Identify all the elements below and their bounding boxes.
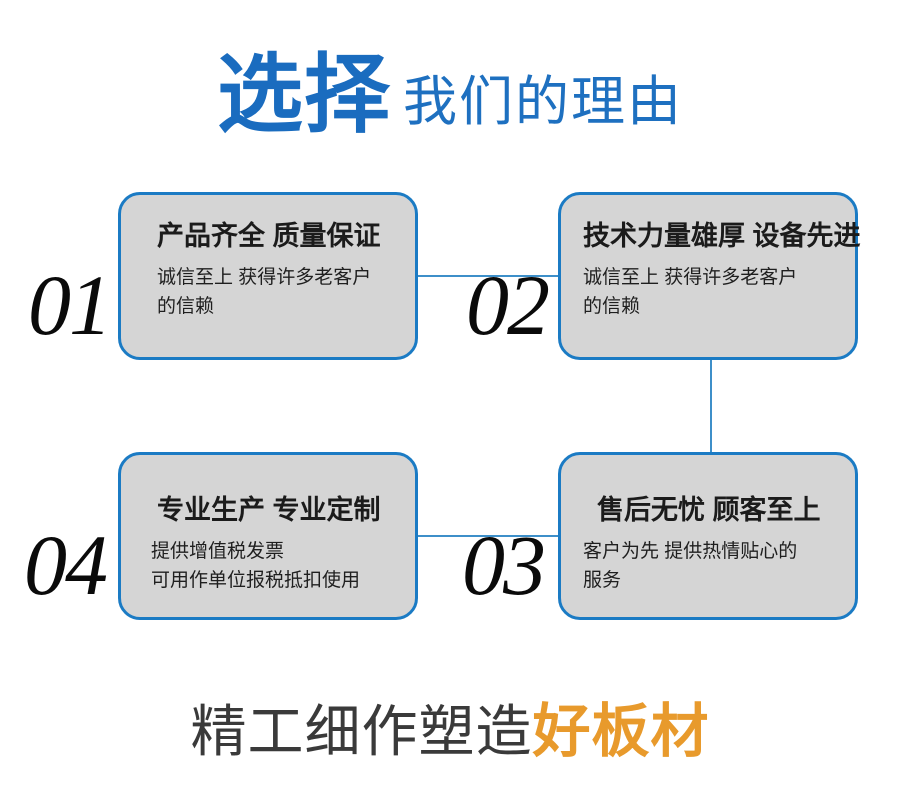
footer-tagline-dark: 精工细作塑造 [190, 700, 533, 763]
reason-card-03-body-line-1: 客户为先 提供热情贴心的 [583, 541, 798, 563]
reason-card-01[interactable]: 产品齐全 质量保证 诚信至上 获得许多老客户 的信赖 [118, 192, 418, 360]
reason-card-01-title: 产品齐全 质量保证 [157, 221, 381, 251]
connector-card2-card3 [710, 360, 712, 454]
step-number-03: 03 [462, 517, 546, 613]
reason-card-02-title: 技术力量雄厚 设备先进 [583, 221, 861, 251]
reason-card-04[interactable]: 专业生产 专业定制 提供增值税发票 可用作单位报税抵扣使用 [118, 452, 418, 620]
page-title-light: 我们的理由 [403, 72, 683, 132]
step-number-02: 02 [466, 257, 550, 353]
reason-card-03-body: 客户为先 提供热情贴心的 服务 [583, 538, 835, 595]
reason-card-01-body-line-2: 的信赖 [157, 295, 215, 317]
reason-card-04-body-line-1: 提供增值税发票 [151, 541, 285, 563]
connector-card1-card2 [418, 275, 560, 277]
reason-card-02-body-line-1: 诚信至上 获得许多老客户 [583, 267, 798, 289]
connector-card4-card3 [418, 535, 560, 537]
footer-tagline: 精工细作塑造好板材 [0, 700, 900, 764]
reason-card-01-body: 诚信至上 获得许多老客户 的信赖 [143, 264, 395, 321]
reason-card-03[interactable]: 售后无忧 顾客至上 客户为先 提供热情贴心的 服务 [558, 452, 858, 620]
reason-card-03-title: 售后无忧 顾客至上 [597, 495, 821, 525]
reason-card-04-title: 专业生产 专业定制 [157, 495, 381, 525]
reason-card-04-body: 提供增值税发票 可用作单位报税抵扣使用 [143, 538, 395, 595]
reason-card-02-body-line-2: 的信赖 [583, 295, 641, 317]
page-title-strong: 选择 [217, 47, 391, 143]
step-number-01: 01 [28, 257, 112, 353]
footer-tagline-accent: 好板材 [532, 699, 710, 764]
reason-card-03-body-line-2: 服务 [583, 569, 622, 591]
reason-card-04-body-line-2: 可用作单位报税抵扣使用 [151, 569, 361, 591]
reason-card-01-body-line-1: 诚信至上 获得许多老客户 [157, 267, 372, 289]
step-number-04: 04 [24, 517, 108, 613]
reason-card-02[interactable]: 技术力量雄厚 设备先进 诚信至上 获得许多老客户 的信赖 [558, 192, 861, 360]
reason-card-02-body: 诚信至上 获得许多老客户 的信赖 [583, 264, 835, 321]
page-title: 选择我们的理由 [0, 52, 900, 162]
